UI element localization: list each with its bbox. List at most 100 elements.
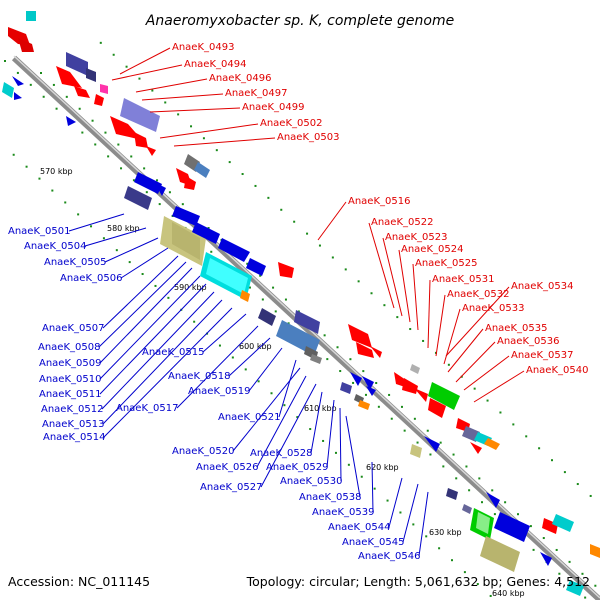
leader-line	[445, 286, 510, 357]
leader-line	[119, 47, 171, 75]
tick-dot	[274, 310, 277, 313]
tick-dot	[413, 417, 416, 420]
tick-dot	[331, 256, 334, 259]
tick-dot	[210, 250, 213, 253]
gene-labels-bottom: AnaeK_0501AnaeK_0504AnaeK_0505AnaeK_0506…	[8, 213, 429, 562]
gene-block	[410, 364, 420, 374]
gene-block	[484, 438, 500, 450]
tick-dot	[481, 501, 484, 504]
tick-dot	[138, 77, 141, 80]
tick-dot	[425, 535, 428, 538]
leader-line	[388, 477, 403, 528]
tick-dot	[81, 131, 84, 134]
tick-dot	[399, 511, 402, 514]
tick-dot	[207, 227, 210, 230]
accession-text: Accession: NC_011145	[8, 574, 150, 589]
gene-label: AnaeK_0521	[218, 412, 280, 423]
tick-dot	[78, 107, 81, 110]
tick-dot	[259, 274, 262, 277]
tick-dot	[228, 161, 231, 164]
kbp-label: 620 kbp	[366, 463, 399, 472]
tick-dot	[388, 393, 391, 396]
tick-dot	[261, 298, 264, 301]
tick-dot	[339, 370, 342, 373]
gene-arrow	[424, 436, 440, 452]
gene-label: AnaeK_0531	[432, 274, 494, 285]
leader-line	[68, 213, 125, 232]
leader-line	[84, 227, 147, 247]
tick-dot	[439, 441, 442, 444]
tick-dot	[563, 471, 566, 474]
tick-dot	[244, 368, 247, 371]
gene-block	[358, 400, 370, 410]
leader-line	[248, 347, 283, 392]
tick-dot	[248, 286, 251, 289]
gene-arrow	[12, 76, 24, 86]
leader-line	[98, 261, 187, 348]
tick-dot	[91, 119, 94, 122]
tick-dot	[568, 560, 571, 563]
tick-dot	[257, 380, 260, 383]
gene-label: AnaeK_0509	[39, 358, 101, 369]
leader-line	[317, 201, 347, 241]
genome-backbone	[11, 55, 600, 600]
tick-dot	[364, 393, 367, 396]
tick-dot	[270, 392, 273, 395]
kbp-label: 640 kbp	[492, 589, 525, 598]
tick-dot	[42, 95, 45, 98]
tick-dot	[102, 237, 105, 240]
tick-dot	[25, 165, 28, 168]
leader-line	[310, 391, 323, 454]
gene-label: AnaeK_0524	[401, 244, 463, 255]
tick-dot	[447, 363, 450, 366]
tick-dot	[168, 191, 171, 194]
leader-line	[120, 247, 169, 279]
gene-label: AnaeK_0499	[242, 102, 304, 113]
tick-dot	[94, 143, 97, 146]
gene-label: AnaeK_0520	[172, 446, 234, 457]
leader-line	[398, 249, 411, 323]
tick-dot	[558, 572, 561, 575]
gene-block	[18, 38, 34, 52]
gene-label: AnaeK_0505	[44, 257, 106, 268]
tick-dot	[499, 411, 502, 414]
tick-dot	[125, 65, 128, 68]
tick-dot	[349, 358, 352, 361]
gene-arrow	[94, 94, 104, 106]
gene-block	[480, 536, 520, 572]
gene-block	[172, 222, 200, 260]
tick-dot	[491, 489, 494, 492]
tick-dot	[347, 463, 350, 466]
tick-dot	[231, 356, 234, 359]
tick-dot	[306, 232, 309, 235]
gene-arrow	[184, 176, 196, 190]
kbp-label: 570 kbp	[40, 167, 73, 176]
tick-dot	[576, 483, 579, 486]
tick-dot	[334, 451, 337, 454]
tick-dot	[581, 572, 584, 575]
gene-label: AnaeK_0515	[142, 347, 204, 358]
tick-dot	[55, 107, 58, 110]
gene-label: AnaeK_0528	[250, 448, 312, 459]
kbp-label: 590 kbp	[174, 283, 207, 292]
gene-block	[2, 82, 14, 98]
tick-dot	[202, 137, 205, 140]
leader-line	[402, 483, 419, 543]
tick-dot	[280, 208, 283, 211]
tick-dot	[51, 189, 54, 192]
gene-arrow	[350, 372, 362, 386]
gene-arrow	[348, 324, 372, 348]
tick-dot	[478, 477, 481, 480]
leader-line	[111, 64, 183, 81]
tick-dot	[383, 304, 386, 307]
tick-dot	[287, 322, 290, 325]
tick-dot	[167, 296, 170, 299]
gene-label: AnaeK_0502	[260, 118, 322, 129]
tick-dot	[52, 83, 55, 86]
tick-dot	[403, 429, 406, 432]
tick-dot	[357, 280, 360, 283]
tick-dot	[463, 571, 466, 574]
tick-dot	[416, 441, 419, 444]
gene-label: AnaeK_0512	[41, 404, 103, 415]
